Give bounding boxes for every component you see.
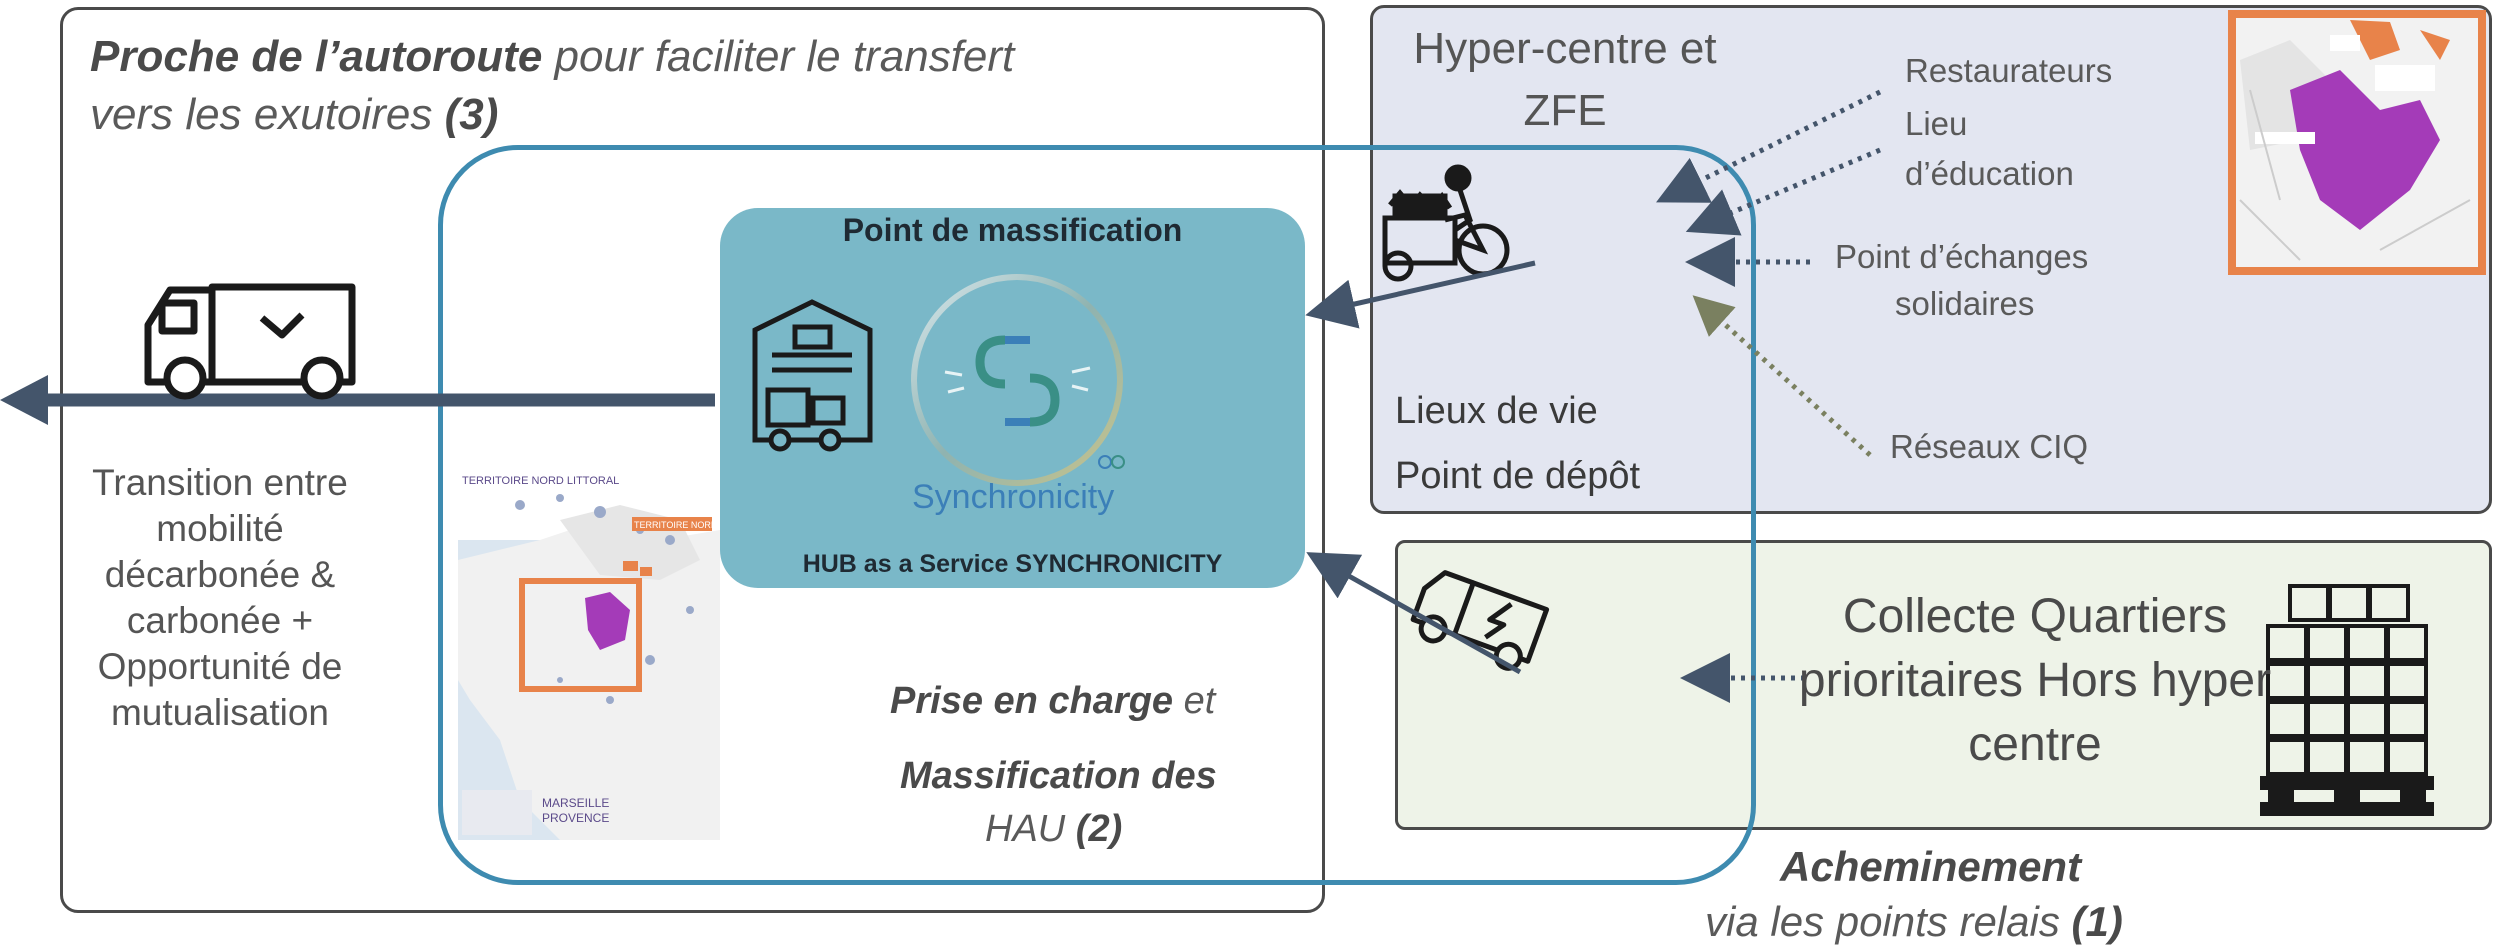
highway-title-line1: Proche de l’autoroute pour faciliter le … (90, 32, 1014, 82)
prise-bold: Prise en charge (890, 680, 1174, 722)
point-echanges-line2: solidaires (1895, 285, 2035, 322)
acheminement-subtitle-text: via les points relais (1705, 898, 2072, 945)
acheminement-subtitle: via les points relais (1) (1705, 898, 2123, 946)
point-de-depot-label: Point de dépôt (1395, 455, 1641, 497)
prise-line3: HAU (2) (985, 808, 1122, 851)
reseaux-ciq-label: Réseaux CIQ (1890, 428, 2089, 465)
collecte-text: Collecte Quartiers prioritaires Hors hyp… (1798, 590, 2272, 771)
acheminement-title: Acheminement (1780, 843, 2082, 890)
lieux-de-vie-label: Lieux de vie (1395, 390, 1598, 432)
prise-number: (2) (1075, 808, 1123, 850)
lieu-education-line2: d’éducation (1905, 155, 2074, 192)
highway-title-number: (3) (444, 90, 499, 139)
highway-title-bold: Proche de l’autoroute (90, 32, 543, 81)
restaurateurs-label: Restaurateurs (1905, 52, 2113, 89)
acheminement-number: (1) (2071, 898, 2123, 945)
highway-arrow-head (0, 375, 48, 425)
transition-text: Transition entre mobilité décarbonée & c… (92, 462, 348, 733)
prise-line3-text: HAU (985, 808, 1076, 850)
prise-rest: et (1173, 680, 1216, 722)
hyper-centre-title: Hyper-centre et ZFE (1413, 24, 1717, 135)
highway-title-rest: pour faciliter le transfert (542, 32, 1015, 81)
prise-line1: Prise en charge et (890, 680, 1215, 723)
point-echanges-line1: Point d’échanges (1835, 238, 2089, 275)
prise-line2: Massification des (900, 755, 1217, 797)
highway-title-line2: vers les exutoires (3) (90, 90, 498, 140)
hub-subtitle: HUB as a Service SYNCHRONICITY (802, 550, 1223, 578)
lieu-education-line1: Lieu (1905, 105, 1968, 142)
synchronicity-loop (438, 145, 1756, 885)
hub-title: Point de massification (842, 212, 1183, 248)
highway-title-line2-text: vers les exutoires (90, 90, 445, 139)
